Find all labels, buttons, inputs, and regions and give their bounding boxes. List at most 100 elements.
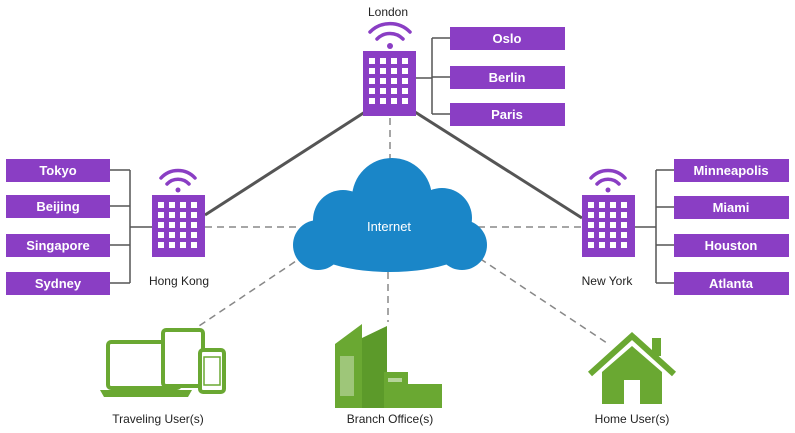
home-users-label: Home User(s) <box>595 412 670 426</box>
city-label: Singapore <box>26 238 90 253</box>
city-label: Beijing <box>36 199 79 214</box>
home-users: Home User(s) <box>587 331 677 426</box>
hub-new-york: New York <box>582 168 635 288</box>
window <box>402 98 408 104</box>
city-label: Houston <box>705 238 758 253</box>
window <box>158 212 164 218</box>
window <box>380 78 386 84</box>
traveling-users: Traveling User(s) <box>100 328 226 426</box>
window <box>610 212 616 218</box>
window <box>169 242 175 248</box>
window <box>391 58 397 64</box>
city-box: Oslo <box>450 27 565 50</box>
window <box>180 202 186 208</box>
window <box>588 212 594 218</box>
city-label: Oslo <box>493 31 522 46</box>
window <box>621 232 627 238</box>
window <box>588 242 594 248</box>
traveling-users-label: Traveling User(s) <box>112 412 204 426</box>
office-building-icon <box>335 324 442 408</box>
window <box>621 242 627 248</box>
newyork-bracket <box>635 169 674 284</box>
window <box>380 98 386 104</box>
window <box>610 222 616 228</box>
window <box>621 202 627 208</box>
window <box>169 202 175 208</box>
window <box>158 202 164 208</box>
link-london-newyork <box>414 110 583 220</box>
branch-offices: Branch Office(s) <box>335 324 442 426</box>
city-box: Paris <box>450 103 565 126</box>
window <box>588 222 594 228</box>
hub-label-hong-kong: Hong Kong <box>149 274 209 288</box>
window <box>191 232 197 238</box>
window <box>369 98 375 104</box>
wifi-dot <box>175 187 181 193</box>
city-box: Sydney <box>6 272 110 295</box>
window <box>380 88 386 94</box>
window <box>610 242 616 248</box>
window <box>180 222 186 228</box>
city-label: Atlanta <box>709 276 754 291</box>
building-icon <box>582 195 635 257</box>
city-box: Berlin <box>450 66 565 89</box>
branch-offices-label: Branch Office(s) <box>347 412 433 426</box>
window <box>610 232 616 238</box>
wifi-dot <box>387 43 393 49</box>
window <box>158 242 164 248</box>
window <box>599 222 605 228</box>
window <box>158 222 164 228</box>
wifi-dot <box>605 187 611 193</box>
city-label: Tokyo <box>39 163 76 178</box>
backbone-links <box>204 110 583 220</box>
hub-label-new-york: New York <box>582 274 634 288</box>
window <box>369 78 375 84</box>
city-box: Tokyo <box>6 159 110 182</box>
window <box>599 232 605 238</box>
city-label: Sydney <box>35 276 82 291</box>
window <box>402 88 408 94</box>
hub-hong-kong: Hong Kong <box>149 168 209 288</box>
internet-links <box>189 118 611 346</box>
house-icon <box>587 331 677 404</box>
link-london-hongkong <box>204 110 366 217</box>
city-label: Berlin <box>489 70 526 85</box>
building-icon <box>152 195 205 257</box>
city-box: Singapore <box>6 234 110 257</box>
window <box>169 222 175 228</box>
window <box>402 68 408 74</box>
window <box>180 212 186 218</box>
window <box>169 212 175 218</box>
window <box>599 242 605 248</box>
cloud-icon <box>293 158 487 272</box>
window <box>391 98 397 104</box>
wifi-icon <box>159 168 197 186</box>
hongkong-bracket <box>110 169 152 284</box>
window <box>380 68 386 74</box>
link-traveling-internet <box>189 254 306 333</box>
window <box>369 58 375 64</box>
window <box>402 58 408 64</box>
window <box>402 78 408 84</box>
window <box>158 232 164 238</box>
window <box>599 212 605 218</box>
window <box>610 202 616 208</box>
window <box>599 202 605 208</box>
window <box>391 88 397 94</box>
city-box: Beijing <box>6 195 110 218</box>
devices-icon <box>100 328 226 397</box>
window <box>191 222 197 228</box>
hub-label-london: London <box>368 5 408 19</box>
window <box>191 242 197 248</box>
window <box>191 202 197 208</box>
window <box>588 202 594 208</box>
window <box>391 68 397 74</box>
city-box: Miami <box>674 196 789 219</box>
city-label: Minneapolis <box>693 163 768 178</box>
london-bracket <box>412 37 450 115</box>
window <box>621 212 627 218</box>
window <box>180 232 186 238</box>
city-box: Atlanta <box>674 272 789 295</box>
window <box>391 78 397 84</box>
